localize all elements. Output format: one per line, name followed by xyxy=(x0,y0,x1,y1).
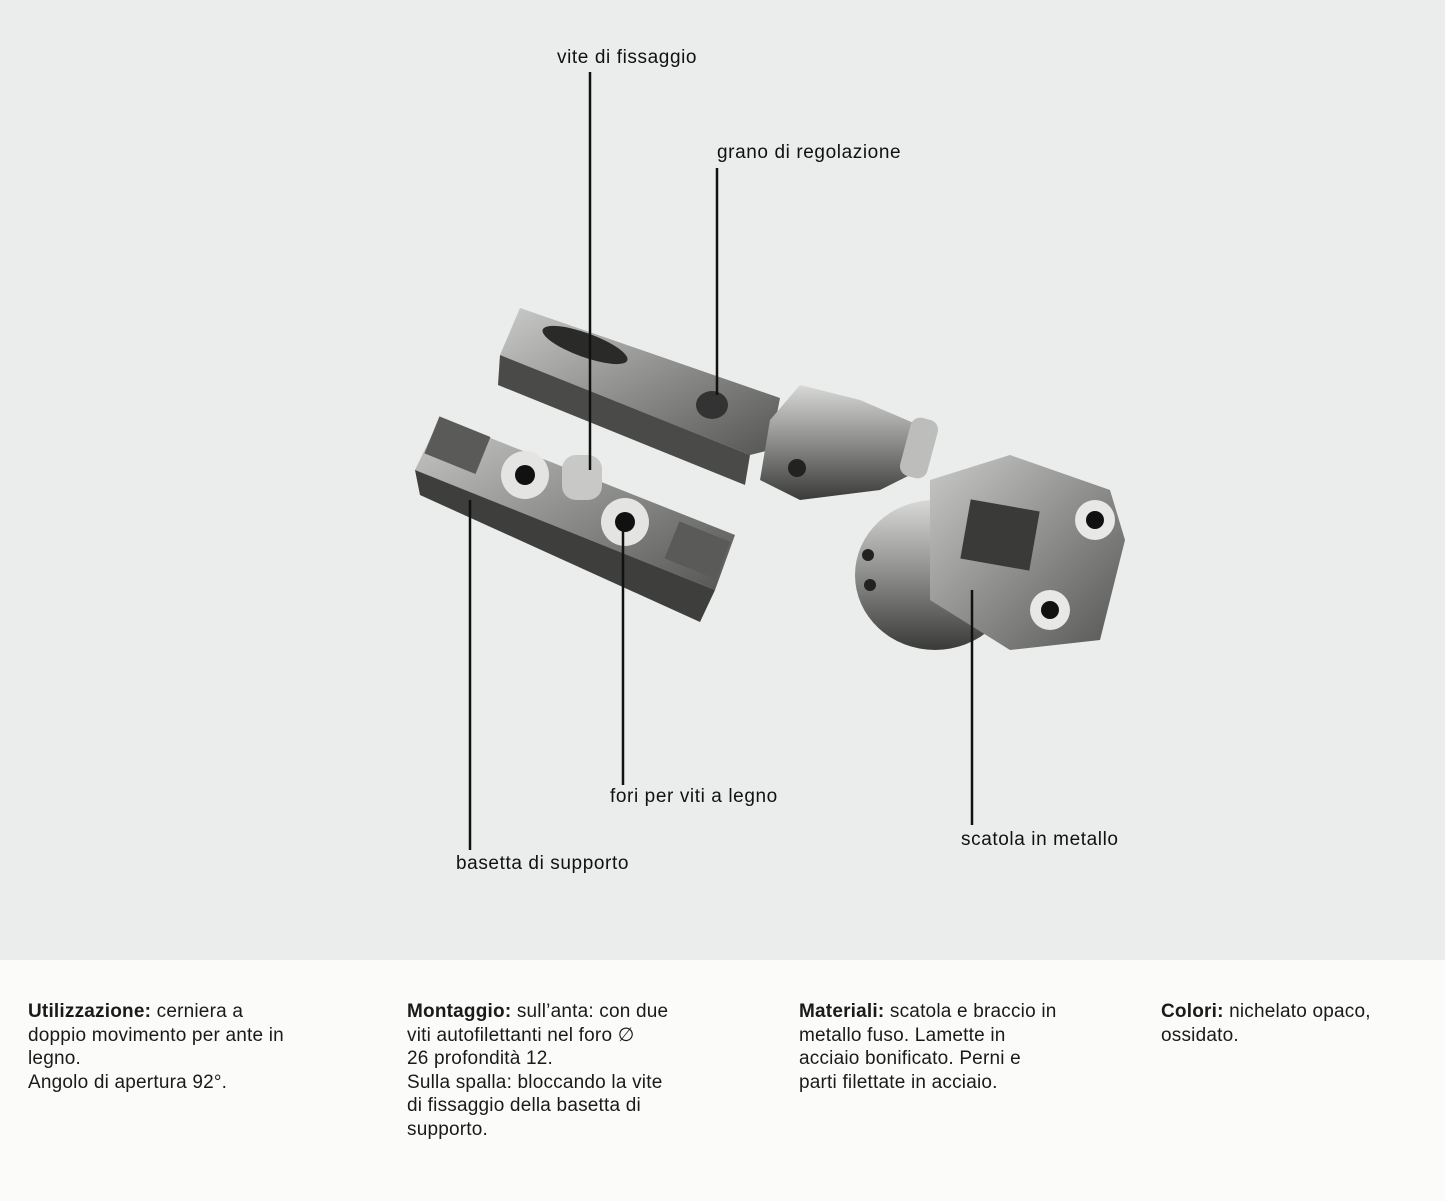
callout-grano-di-regolazione: grano di regolazione xyxy=(717,142,902,163)
spec-heading: Utilizzazione: xyxy=(28,1001,152,1022)
callout-fori-per-viti: fori per viti a legno xyxy=(610,786,778,807)
spec-line: 26 profondità 12. xyxy=(407,1048,554,1069)
spec-line: ossidato. xyxy=(1161,1024,1239,1046)
spec-heading: Montaggio: xyxy=(407,1001,512,1022)
hinge-illustration xyxy=(415,72,1125,850)
spec-line: supporto. xyxy=(407,1118,489,1140)
leader-lines xyxy=(468,72,974,850)
spec-line: parti filettate in acciaio. xyxy=(799,1071,998,1093)
spec-line: Angolo di apertura 92°. xyxy=(28,1071,228,1093)
spec-text: sull’anta: con due xyxy=(511,1001,669,1022)
hinge-arm xyxy=(498,308,939,500)
spec-montaggio: Montaggio: sull’anta: con due viti autof… xyxy=(407,1000,668,1141)
spec-utilizzazione: Utilizzazione: cerniera a doppio movimen… xyxy=(28,1000,284,1094)
metal-box xyxy=(855,455,1125,650)
spec-line: metallo fuso. Lamette in xyxy=(799,1024,1006,1046)
spec-line: viti autofilettanti nel foro ∅ xyxy=(407,1024,635,1046)
spec-line: di fissaggio della basetta di xyxy=(407,1095,641,1116)
spec-text: nichelato opaco, xyxy=(1223,1001,1371,1022)
spec-line: acciaio bonificato. Perni e xyxy=(799,1048,1021,1069)
callout-scatola-in-metallo: scatola in metallo xyxy=(961,829,1119,850)
spec-colori: Colori: nichelato opaco, ossidato. xyxy=(1161,1000,1371,1047)
spec-heading: Colori: xyxy=(1161,1001,1224,1022)
support-base xyxy=(415,416,735,622)
spec-line: Sulla spalla: bloccando la vite xyxy=(407,1071,663,1093)
spec-line: legno. xyxy=(28,1048,81,1069)
spec-text: scatola e braccio in xyxy=(884,1001,1057,1022)
spec-heading: Materiali: xyxy=(799,1001,885,1022)
spec-materiali: Materiali: scatola e braccio in metallo … xyxy=(799,1000,1057,1094)
callout-vite-di-fissaggio: vite di fissaggio xyxy=(557,47,698,68)
spec-text: cerniera a xyxy=(151,1001,244,1022)
spec-line: doppio movimento per ante in xyxy=(28,1024,284,1046)
callout-basetta-di-supporto: basetta di supporto xyxy=(456,853,630,874)
product-photo: vite di fissaggio grano di regolazione f… xyxy=(0,0,1445,960)
